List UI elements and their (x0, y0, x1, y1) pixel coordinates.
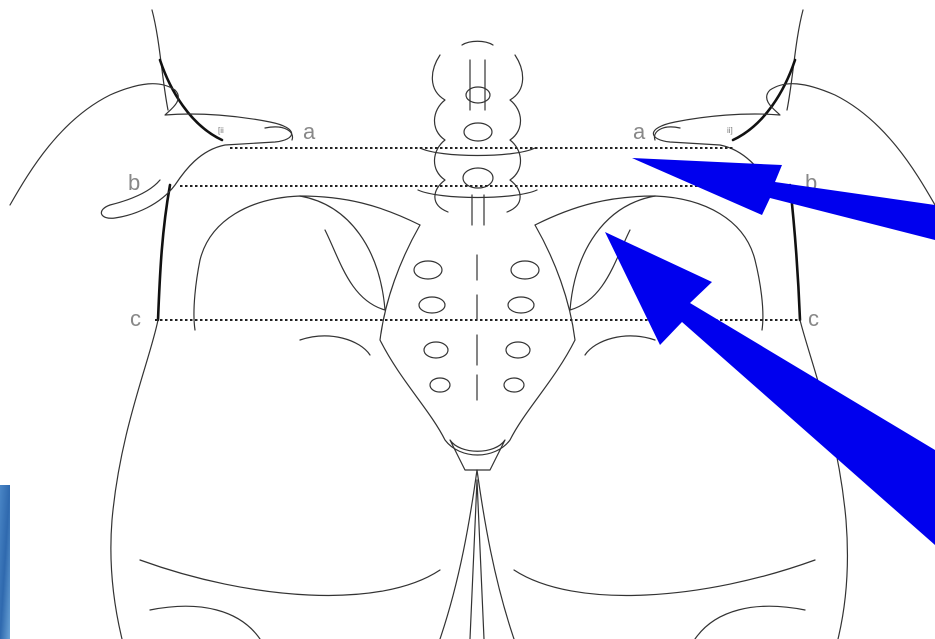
pelvis-sacrum (194, 196, 763, 470)
arrow-lower (605, 232, 935, 545)
svg-text:[ii: [ii (218, 126, 224, 135)
label-c-right: c (808, 306, 819, 331)
label-c-left: c (130, 306, 141, 331)
background-panel-fragment (0, 485, 10, 639)
label-a-right: a (633, 119, 646, 144)
torso-outline (111, 10, 848, 639)
arrow-upper (632, 158, 935, 240)
label-a-left: a (303, 119, 316, 144)
label-b-left: b (128, 170, 140, 195)
buttocks-outline (140, 470, 815, 639)
lumbar-spine (418, 41, 537, 225)
svg-text:ii]: ii] (727, 126, 733, 135)
left-hand: [ii (10, 84, 293, 219)
